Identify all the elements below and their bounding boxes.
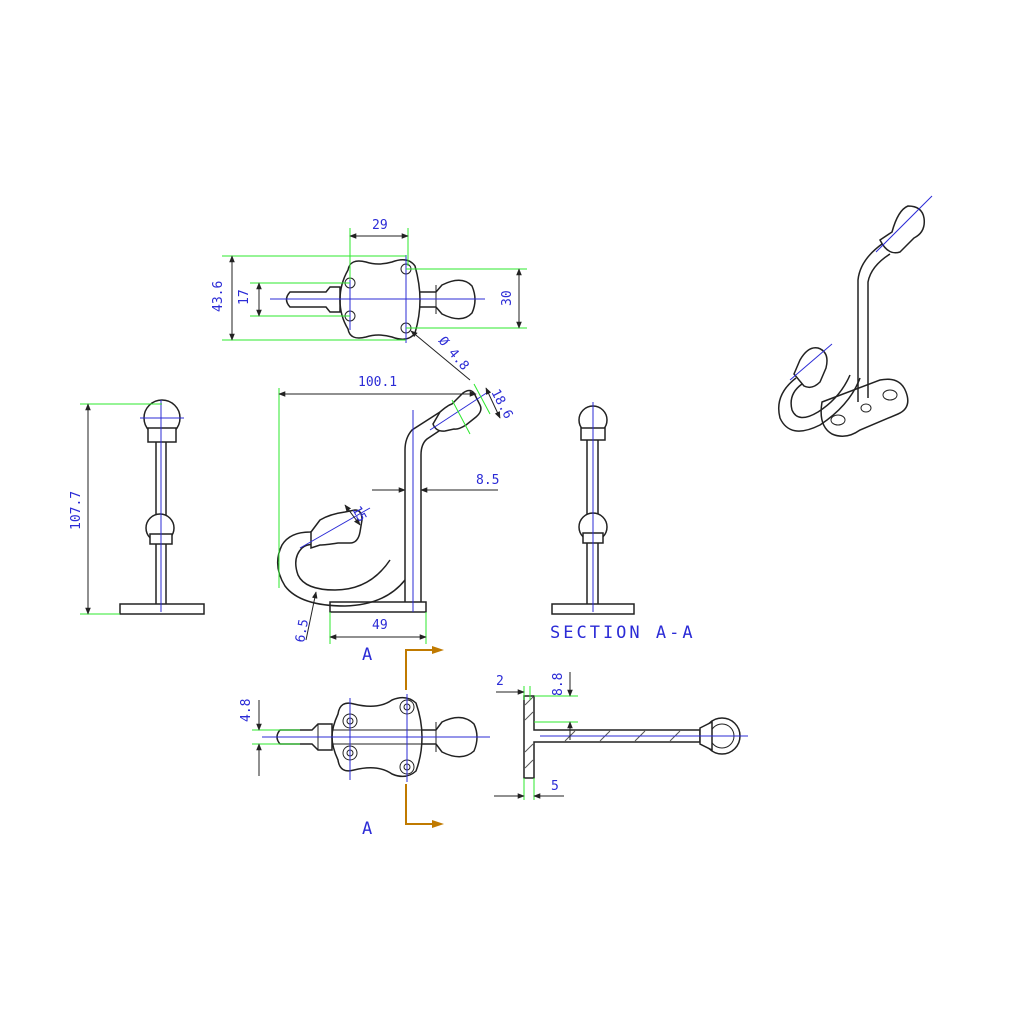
right-side-view: SECTION A-A <box>550 402 696 643</box>
dim-knob-dia: 18.6 <box>487 387 515 422</box>
dim-top-width: 29 <box>372 218 388 233</box>
dim-hole-dia: Ø 4.8 <box>435 334 472 374</box>
bottom-view: A A 4.8 <box>239 645 490 839</box>
dim-overall-height: 107.7 <box>69 491 84 530</box>
isometric-view <box>778 195 933 437</box>
dim-bottom-offset: 4.8 <box>239 699 254 722</box>
dim-sec-top: 8.8 <box>551 673 566 696</box>
left-side-view: 107.7 <box>69 399 205 615</box>
dim-overall-width: 100.1 <box>358 375 397 390</box>
dim-base-length: 49 <box>372 618 388 633</box>
dim-small-knob-dia: 15 <box>348 504 369 525</box>
dim-sec-thick: 5 <box>551 779 559 794</box>
top-view: 29 43.6 17 30 Ø 4.8 <box>211 218 527 381</box>
dim-top-height: 43.6 <box>211 281 226 312</box>
section-title: SECTION A-A <box>550 623 696 643</box>
cut-label-bottom: A <box>362 819 375 839</box>
dim-plate-thickness: 6.5 <box>293 618 312 644</box>
front-view: 100.1 18.6 8.5 15 6.5 49 <box>276 375 515 644</box>
cut-label-top: A <box>362 645 375 665</box>
section-view: 2 8.8 5 <box>494 672 748 800</box>
dim-sec-wall: 2 <box>496 674 504 689</box>
dim-rod-dia: 8.5 <box>476 473 499 488</box>
dim-top-hole-pitch: 17 <box>237 289 252 305</box>
dim-top-plate-height: 30 <box>500 290 515 306</box>
